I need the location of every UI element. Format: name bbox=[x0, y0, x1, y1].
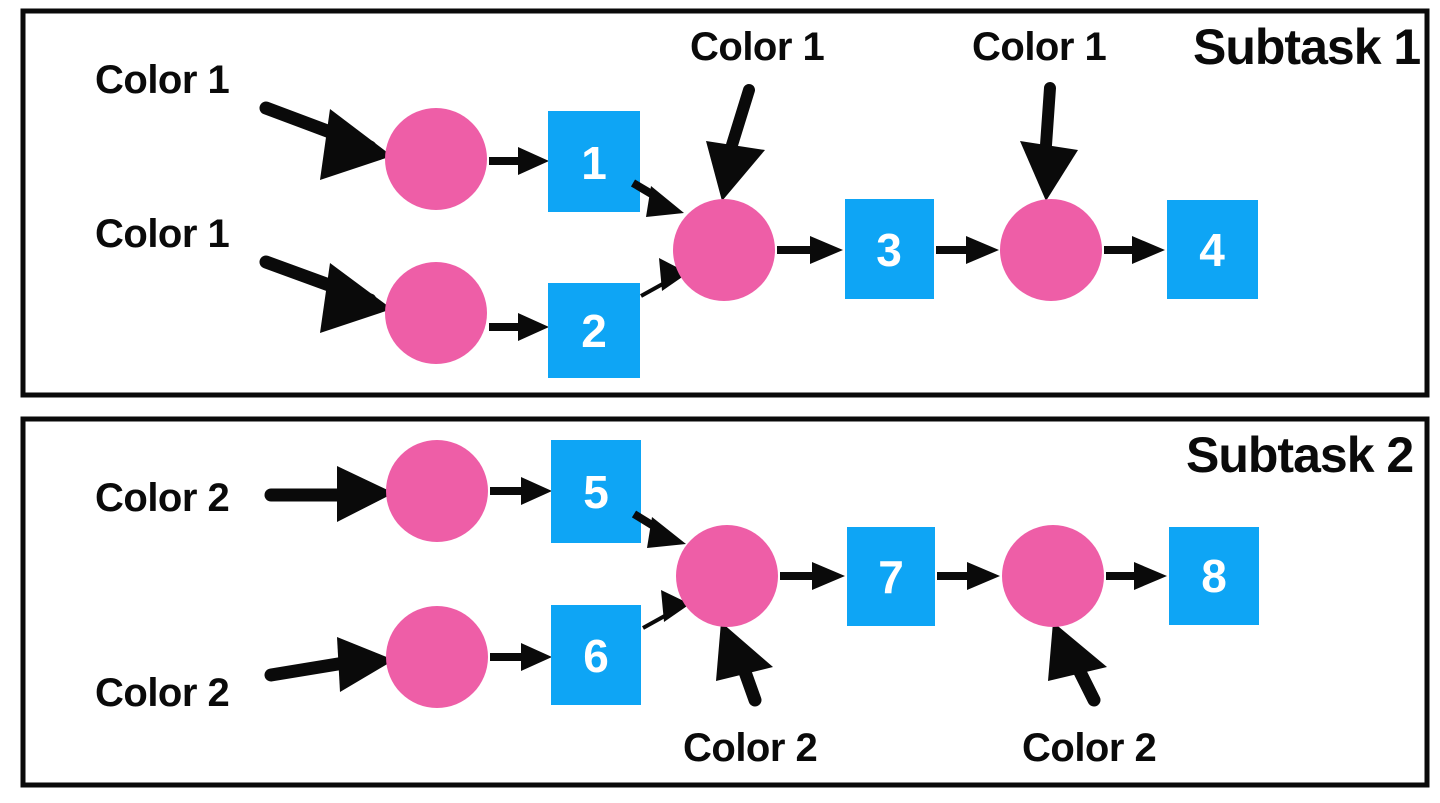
edge-s1-c-to-box3 bbox=[777, 236, 843, 264]
process-box-s1-3-label: 3 bbox=[876, 224, 902, 276]
circle-node-s2-a bbox=[386, 440, 488, 542]
edge-s1-d-to-box4 bbox=[1104, 236, 1165, 264]
circle-node-s1-a bbox=[385, 108, 487, 210]
process-box-s1-1-label: 1 bbox=[581, 137, 607, 189]
panel-title-subtask-1: Subtask 1 bbox=[1193, 19, 1421, 75]
process-box-s2-8-label: 8 bbox=[1201, 550, 1227, 602]
input-arrow-s2-3 bbox=[716, 622, 773, 707]
process-box-s1-1 bbox=[548, 111, 640, 212]
circle-node-s2-b bbox=[386, 606, 488, 708]
input-label-s2-2: Color 2 bbox=[95, 671, 230, 715]
input-label-s1-2: Color 1 bbox=[95, 212, 230, 256]
circle-node-s1-c bbox=[673, 199, 775, 301]
input-label-s1-3: Color 1 bbox=[690, 25, 825, 69]
edge-s1-box3-to-d bbox=[936, 236, 999, 264]
edge-s2-b-to-box6 bbox=[490, 643, 552, 671]
process-box-s2-5 bbox=[551, 440, 641, 543]
edge-s1-box2-to-c bbox=[640, 258, 688, 298]
input-arrow-s1-2 bbox=[259, 255, 392, 333]
panel-title-subtask-2: Subtask 2 bbox=[1186, 427, 1414, 483]
process-box-s1-2 bbox=[548, 283, 640, 378]
circle-node-s2-c bbox=[676, 525, 778, 627]
input-label-s1-4: Color 1 bbox=[972, 25, 1107, 69]
edge-s2-box6-to-c bbox=[642, 590, 690, 630]
input-arrow-s2-2 bbox=[264, 637, 394, 692]
edge-s1-box1-to-c bbox=[630, 179, 684, 217]
process-box-s1-4 bbox=[1167, 200, 1258, 299]
input-arrow-s1-3 bbox=[706, 84, 765, 201]
process-box-s2-7 bbox=[847, 527, 935, 626]
process-box-s1-2-label: 2 bbox=[581, 305, 607, 357]
process-box-s2-8 bbox=[1169, 527, 1259, 625]
process-box-s1-3 bbox=[845, 199, 934, 299]
input-label-s2-4: Color 2 bbox=[1022, 726, 1157, 770]
edge-s2-a-to-box5 bbox=[490, 477, 552, 505]
edge-s2-box5-to-c bbox=[631, 510, 686, 548]
edge-s2-d-to-box8 bbox=[1106, 562, 1167, 590]
input-arrow-s2-4 bbox=[1048, 622, 1107, 707]
edge-s2-c-to-box7 bbox=[780, 562, 845, 590]
circle-node-s1-d bbox=[1000, 199, 1102, 301]
input-label-s1-1: Color 1 bbox=[95, 58, 230, 102]
process-box-s2-5-label: 5 bbox=[583, 466, 609, 518]
input-label-s2-1: Color 2 bbox=[95, 476, 230, 520]
edge-s1-a-to-box1 bbox=[489, 147, 549, 175]
process-box-s2-6 bbox=[551, 605, 641, 705]
process-box-s1-4-label: 4 bbox=[1199, 224, 1225, 276]
edge-s1-b-to-box2 bbox=[489, 313, 549, 341]
input-arrow-s2-1 bbox=[264, 466, 394, 522]
edge-s2-box7-to-d bbox=[937, 562, 1000, 590]
input-arrow-s1-4 bbox=[1020, 82, 1078, 201]
process-box-s2-6-label: 6 bbox=[583, 630, 609, 682]
input-label-s2-3: Color 2 bbox=[683, 726, 818, 770]
process-box-s2-7-label: 7 bbox=[878, 551, 904, 603]
circle-node-s1-b bbox=[385, 262, 487, 364]
input-arrow-s1-1 bbox=[259, 101, 392, 180]
circle-node-s2-d bbox=[1002, 525, 1104, 627]
